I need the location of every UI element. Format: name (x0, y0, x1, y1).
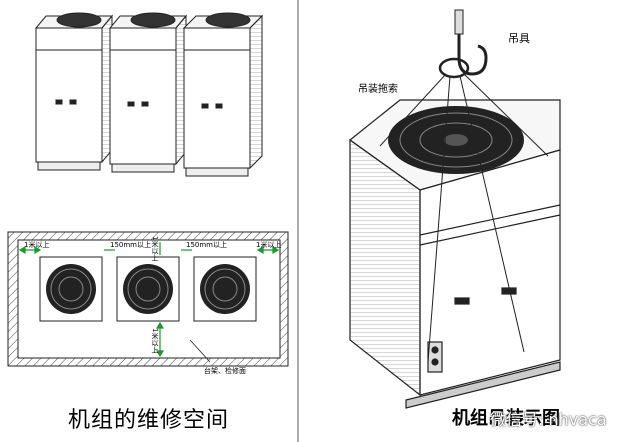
outdoor-units-row (34, 12, 264, 177)
rope-label: 吊装拖索 (358, 84, 398, 95)
caption-maintenance: 机组的维修空间 (68, 408, 230, 433)
maintenance-plan (7, 231, 289, 367)
outdoor-unit-2 (108, 12, 188, 173)
clearance-front: 1米以上 (151, 328, 159, 354)
caption-hoisting: 机组吊装示图 (452, 408, 560, 429)
clearance-side-right: 1米以上 (256, 241, 282, 249)
fan-unit-3 (193, 256, 257, 322)
hoisting-ropes (379, 73, 549, 363)
clearance-between-2: 150mm以上 (186, 241, 227, 249)
hoisting-diagram (349, 9, 561, 409)
clearance-back: 1米以上 (151, 236, 159, 262)
fan-unit-2 (116, 256, 180, 322)
hook-label: 吊具 (508, 32, 530, 45)
outdoor-unit-3 (182, 12, 264, 177)
rope-ring (438, 57, 470, 79)
watermark: 微信号: nhvaca (490, 410, 607, 429)
dimension-arrows (18, 242, 280, 358)
clearance-between-1: 150mm以上 (110, 241, 151, 249)
clearance-side-left: 1米以上 (24, 241, 50, 249)
platform-leader (189, 339, 211, 363)
hook (454, 9, 488, 76)
outdoor-unit-1 (34, 12, 114, 171)
top-fan (388, 106, 524, 174)
platform-label: 台架、检修面 (204, 367, 246, 375)
fan-unit-1 (39, 256, 103, 322)
